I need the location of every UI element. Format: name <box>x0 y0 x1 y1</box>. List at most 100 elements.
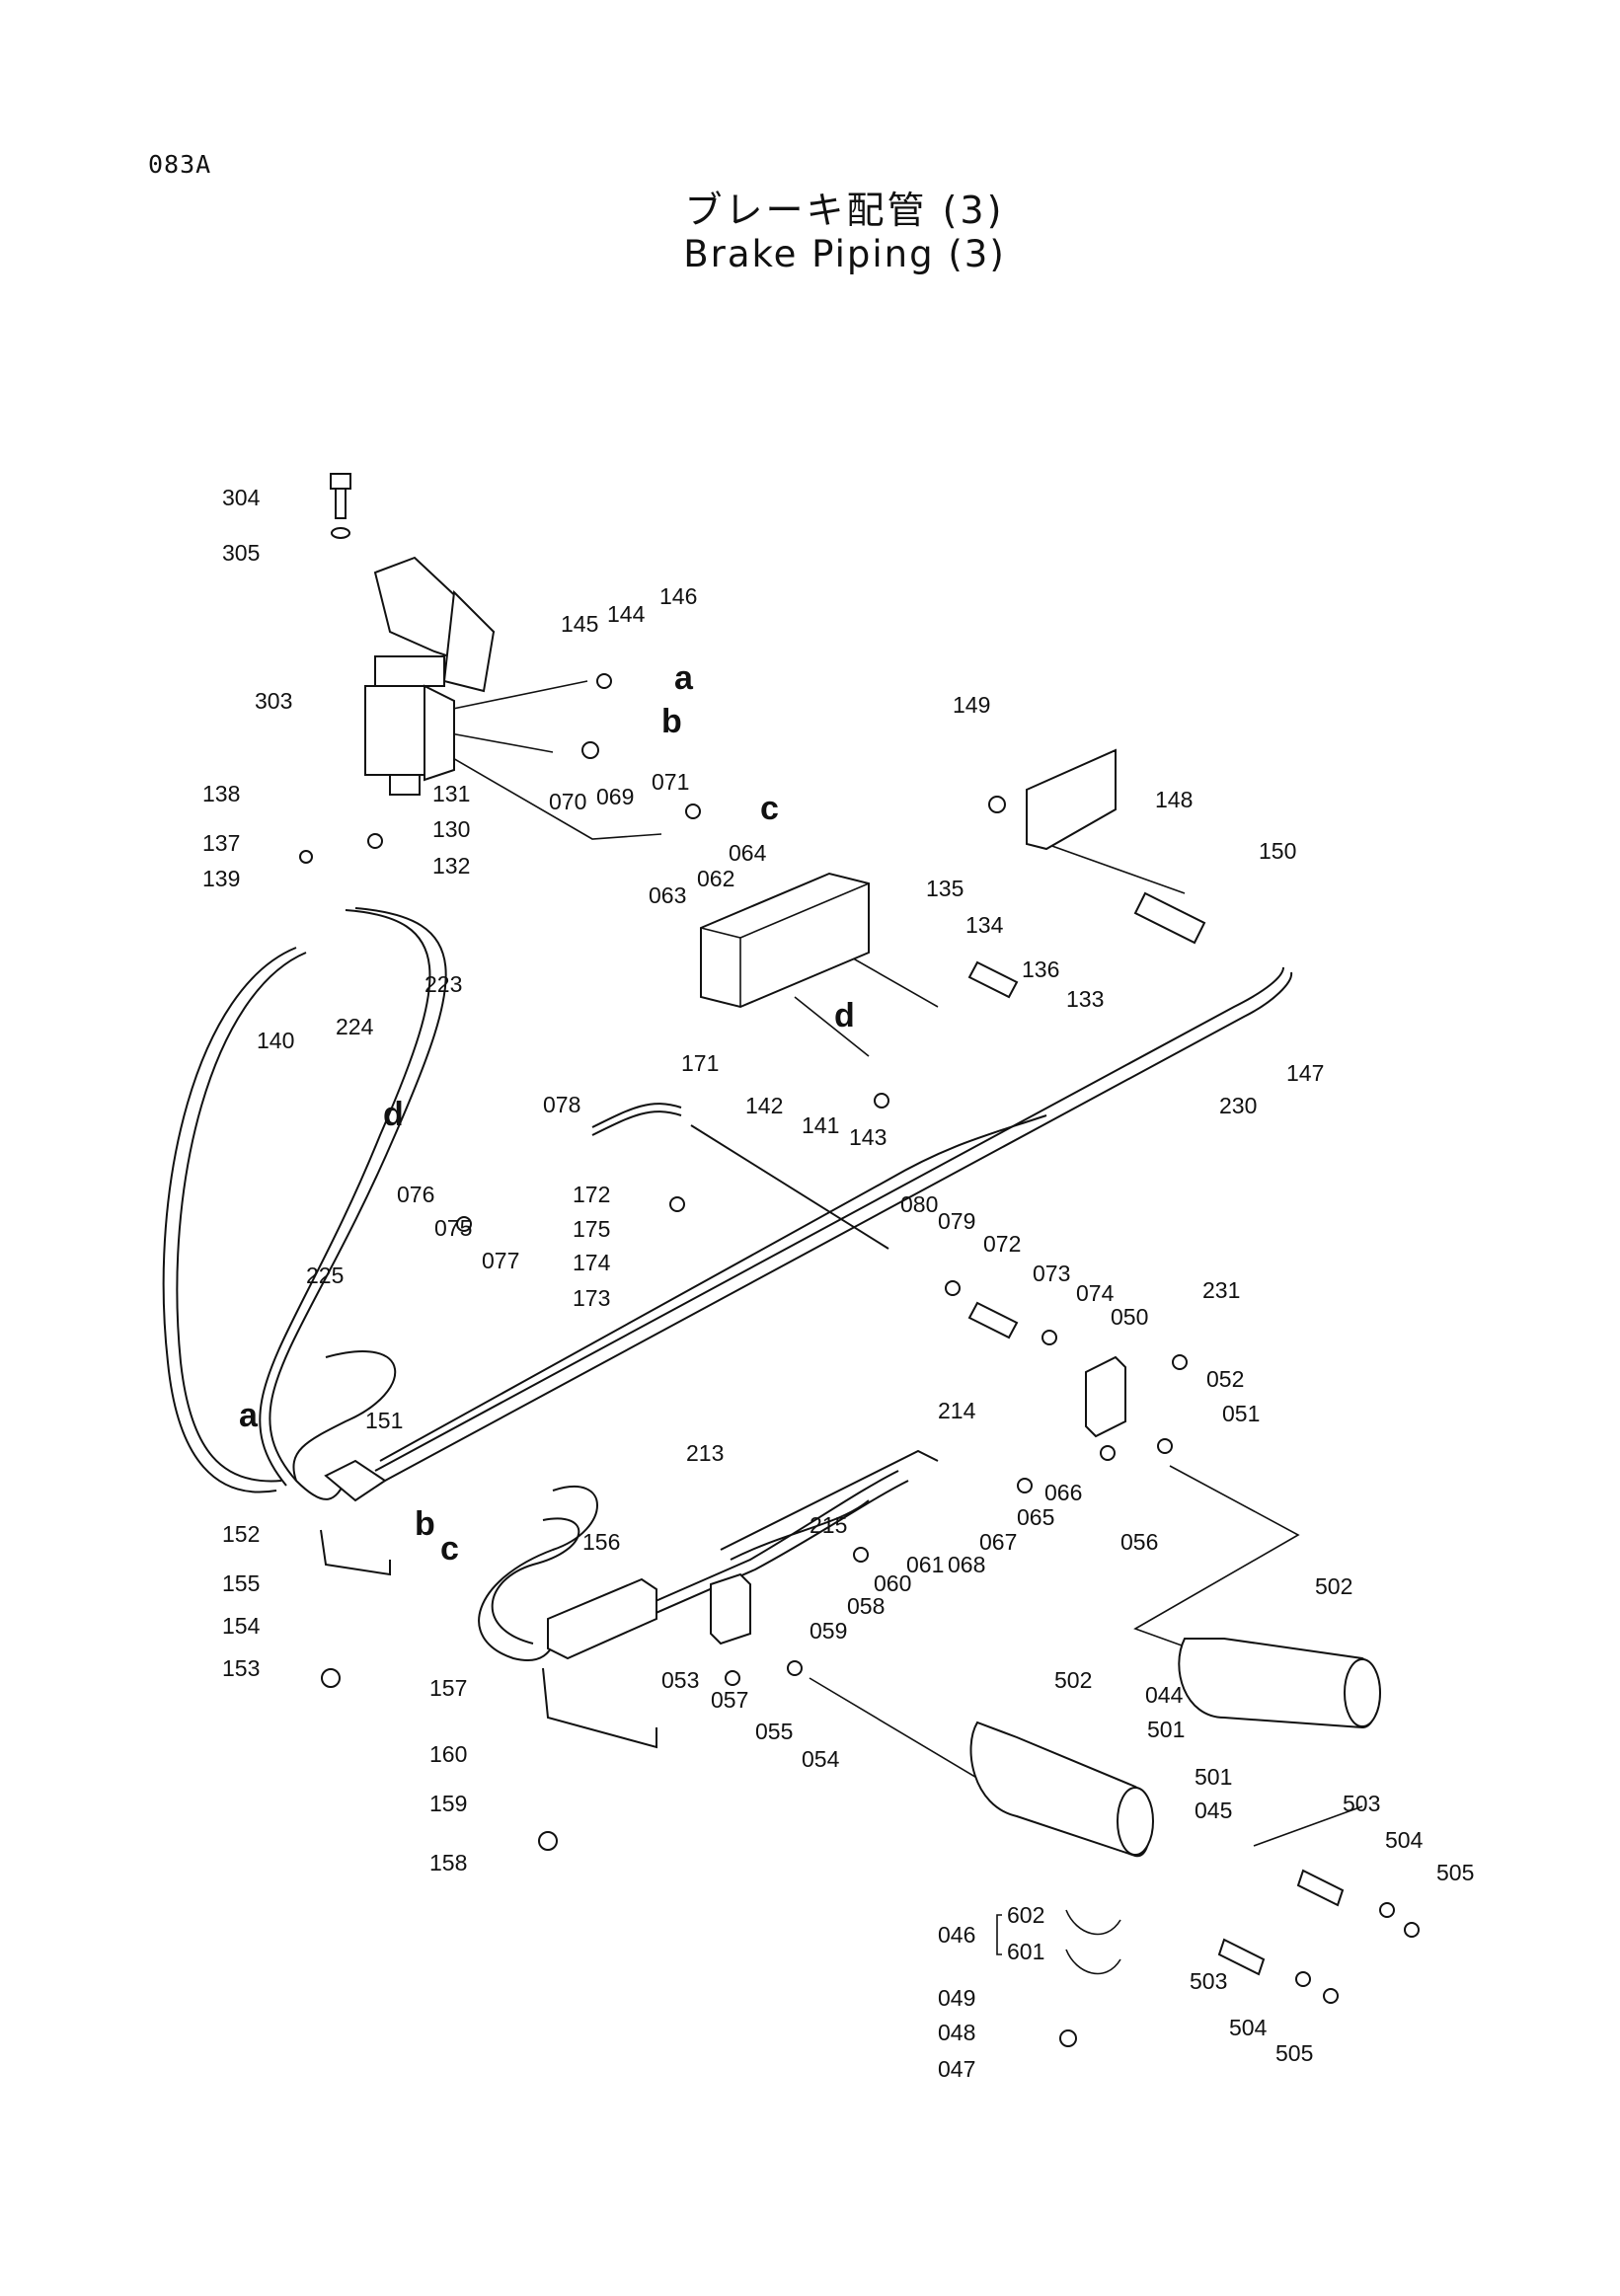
label-215: 215 <box>810 1512 847 1538</box>
fitting-075 <box>456 1216 472 1232</box>
label-053: 053 <box>661 1667 699 1693</box>
label-303: 303 <box>255 688 292 714</box>
label-058: 058 <box>847 1593 885 1619</box>
label-059: 059 <box>810 1618 847 1644</box>
bracket-157 <box>542 1667 657 1749</box>
plug-057 <box>725 1670 740 1686</box>
fitting-144 <box>596 673 612 689</box>
label-501-upper: 501 <box>1147 1717 1185 1742</box>
label-072: 072 <box>983 1231 1021 1257</box>
label-502-lower: 502 <box>1054 1667 1092 1693</box>
label-133: 133 <box>1066 986 1104 1012</box>
label-159: 159 <box>429 1791 467 1816</box>
block-050 <box>1085 1355 1126 1438</box>
label-071: 071 <box>652 769 689 795</box>
label-503-lower: 503 <box>1190 1968 1227 1994</box>
fitting-073 <box>1041 1330 1057 1345</box>
fitting-062 <box>685 804 701 819</box>
label-148: 148 <box>1155 787 1193 812</box>
label-075: 075 <box>434 1215 472 1241</box>
label-224: 224 <box>336 1014 374 1039</box>
air-tank-upper <box>1178 1638 1381 1729</box>
label-505-lower: 505 <box>1275 2040 1313 2066</box>
label-152: 152 <box>222 1521 260 1547</box>
label-502-upper: 502 <box>1315 1573 1352 1599</box>
fitting-141 <box>874 1093 889 1109</box>
washer-504b <box>1295 1971 1311 1987</box>
label-060: 060 <box>874 1570 911 1596</box>
bolt-158 <box>538 1831 558 1851</box>
label-155: 155 <box>222 1570 260 1596</box>
ref-a-bottom: a <box>239 1397 259 1434</box>
label-063: 063 <box>649 882 686 908</box>
label-050: 050 <box>1111 1304 1148 1330</box>
label-067: 067 <box>979 1529 1017 1555</box>
label-504-upper: 504 <box>1385 1827 1424 1853</box>
label-223: 223 <box>424 971 462 997</box>
bolt-047 <box>1059 2029 1077 2047</box>
label-154: 154 <box>222 1613 261 1639</box>
fitting-069 <box>581 741 599 759</box>
label-045: 045 <box>1195 1798 1232 1823</box>
label-062: 062 <box>697 866 734 891</box>
label-146: 146 <box>659 583 697 609</box>
label-230: 230 <box>1219 1093 1257 1118</box>
label-505-upper: 505 <box>1436 1860 1474 1885</box>
label-503-upper: 503 <box>1343 1791 1380 1816</box>
label-049: 049 <box>938 1985 975 2011</box>
block-156 <box>547 1577 657 1660</box>
strap-601 <box>1065 1949 1121 1975</box>
block-151 <box>324 1459 387 1502</box>
label-056: 056 <box>1120 1529 1158 1555</box>
washer-305 <box>331 527 350 539</box>
label-140: 140 <box>257 1028 294 1053</box>
label-135: 135 <box>926 876 964 901</box>
label-139: 139 <box>202 866 240 891</box>
block-053 <box>710 1572 751 1645</box>
label-137: 137 <box>202 830 240 856</box>
label-066: 066 <box>1044 1480 1082 1505</box>
plug-056 <box>1100 1445 1116 1461</box>
label-048: 048 <box>938 2020 975 2045</box>
label-130: 130 <box>432 816 470 842</box>
nut-149 <box>988 796 1006 813</box>
label-504-lower: 504 <box>1229 2015 1268 2040</box>
bracket-149 <box>1026 748 1117 851</box>
label-057: 057 <box>711 1687 748 1713</box>
label-055: 055 <box>755 1719 793 1744</box>
accumulator-148 <box>1133 891 1206 945</box>
label-068: 068 <box>948 1552 985 1577</box>
ref-d-left: d <box>383 1096 404 1133</box>
title-japanese: ブレーキ配管 (3) <box>684 189 1005 232</box>
title-english: Brake Piping (3) <box>683 233 1006 275</box>
washer-504a <box>1379 1902 1395 1918</box>
drain-valve-503a <box>1296 1869 1345 1907</box>
bolt-304 <box>330 473 351 519</box>
label-156: 156 <box>582 1529 620 1555</box>
label-173: 173 <box>573 1285 610 1311</box>
label-142: 142 <box>745 1093 783 1118</box>
label-052: 052 <box>1206 1366 1244 1392</box>
connection-refs: a b c d d a b c <box>239 659 855 1568</box>
fitting-130 <box>367 833 383 849</box>
label-153: 153 <box>222 1655 260 1681</box>
filter-072 <box>967 1301 1019 1339</box>
label-131: 131 <box>432 781 470 806</box>
label-602: 602 <box>1007 1902 1044 1928</box>
strap-602 <box>1065 1909 1121 1936</box>
label-076: 076 <box>397 1182 434 1207</box>
plug-505a <box>1404 1922 1420 1938</box>
label-077: 077 <box>482 1248 519 1273</box>
parts <box>299 473 1420 2047</box>
label-079: 079 <box>938 1208 975 1234</box>
label-134: 134 <box>965 912 1004 938</box>
label-601: 601 <box>1007 1939 1044 1964</box>
brake-valve-303 <box>364 556 496 796</box>
label-304: 304 <box>222 485 261 510</box>
label-151: 151 <box>365 1408 403 1433</box>
label-078: 078 <box>543 1092 580 1117</box>
label-214: 214 <box>938 1398 976 1423</box>
label-158: 158 <box>429 1850 467 1875</box>
fitting-065 <box>1017 1478 1033 1493</box>
